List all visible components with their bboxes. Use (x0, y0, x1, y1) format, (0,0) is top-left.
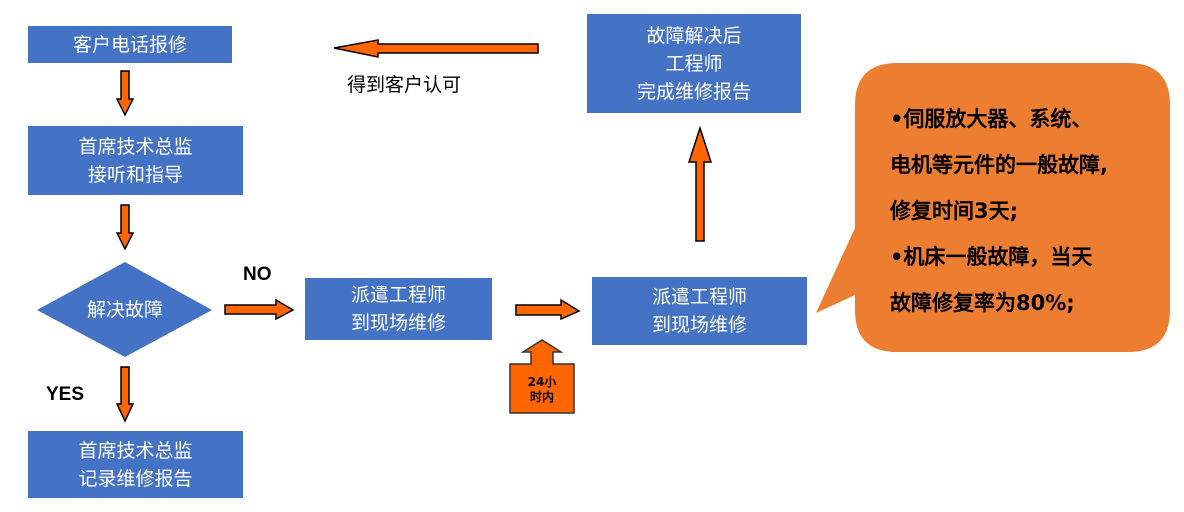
callout-line-4: •机床一般故障，当天 (890, 245, 1093, 269)
node-engineer-report-line2: 工程师 (665, 52, 723, 75)
node-dispatch-1: 派遣工程师 到现场维修 (305, 278, 492, 340)
within-24h-label: 24小 时内 (510, 368, 574, 412)
edge-label-yes: YES (46, 384, 85, 405)
node-dispatch-2-line1: 派遣工程师 (651, 286, 747, 308)
repair-sla-callout: •伺服放大器、系统、 电机等元件的一般故障, 修复时间3天; •机床一般故障，当… (890, 96, 1170, 326)
arrow-down-2 (115, 204, 135, 251)
callout-bubble-shape (816, 63, 1170, 352)
callout-line-2: 电机等元件的一般故障, (890, 153, 1108, 177)
within-24h-line1: 24小 (527, 375, 557, 389)
decision-diamond-shape (37, 262, 212, 357)
node-chief-answer-line2: 接听和指导 (87, 163, 183, 186)
node-customer-call-text: 客户电话报修 (72, 33, 187, 56)
node-customer-call: 客户电话报修 (28, 26, 232, 63)
callout-line-3: 修复时间3天; (890, 199, 1019, 223)
node-chief-record: 首席技术总监 记录维修报告 (28, 431, 243, 498)
callout-line-1: •伺服放大器、系统、 (890, 107, 1093, 131)
node-dispatch-1-line2: 到现场维修 (350, 312, 446, 334)
node-chief-record-line2: 记录维修报告 (78, 467, 193, 490)
node-dispatch-2-line2: 到现场维修 (651, 314, 747, 336)
node-chief-answer-line1: 首席技术总监 (78, 135, 193, 158)
within-24h-arrow-callout (509, 339, 575, 414)
edge-label-no: NO (243, 264, 272, 285)
decision-label: 解决故障 (86, 299, 163, 321)
arrow-right-no (224, 298, 295, 321)
arrow-right-dispatch (515, 298, 581, 321)
node-chief-record-line1: 首席技术总监 (78, 439, 193, 462)
node-engineer-report-line3: 完成维修报告 (636, 80, 751, 103)
within-24h-line2: 时内 (529, 390, 554, 404)
node-dispatch-2: 派遣工程师 到现场维修 (592, 277, 807, 345)
callout-line-5: 故障修复率为80%; (890, 291, 1075, 315)
edge-label-customer-approval: 得到客户认可 (347, 74, 462, 96)
arrow-down-1 (115, 70, 135, 117)
arrow-down-yes (115, 366, 135, 423)
node-dispatch-1-line1: 派遣工程师 (350, 284, 446, 306)
node-engineer-report-line1: 故障解决后 (646, 24, 742, 47)
arrow-left-approval (333, 39, 539, 58)
node-engineer-report: 故障解决后 工程师 完成维修报告 (587, 14, 801, 113)
arrow-up-report (687, 125, 713, 242)
node-chief-answer: 首席技术总监 接听和指导 (28, 126, 243, 195)
